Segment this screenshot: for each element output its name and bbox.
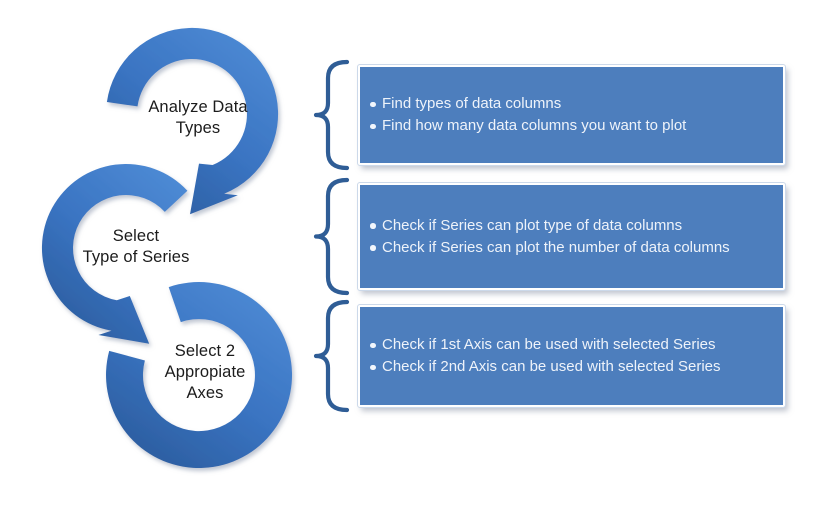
bullet-item: Check if Series can plot the number of d… — [368, 237, 734, 259]
bullet-list: Check if Series can plot type of data co… — [368, 215, 734, 259]
swirl-arrow-step-2 — [41, 163, 188, 344]
bullet-item: Check if 1st Axis can be used with selec… — [368, 334, 773, 356]
curly-brace-icon — [313, 299, 350, 413]
step-label-1: Analyze Data Types — [108, 97, 288, 139]
step-label-line: Select 2 — [174, 342, 236, 360]
step-label-line: Type of Series — [82, 248, 190, 266]
step-label-3: Select 2 Appropiate Axes — [115, 341, 295, 404]
curly-brace-icon — [313, 59, 350, 171]
bullet-item: Find how many data columns you want to p… — [368, 115, 773, 137]
detail-box-3: Check if 1st Axis can be used with selec… — [357, 304, 786, 408]
bullet-list: Check if 1st Axis can be used with selec… — [368, 334, 773, 378]
step-label-line: Appropiate — [164, 363, 246, 381]
step-label-line: Analyze Data — [148, 98, 248, 116]
step-label-line: Select — [112, 227, 160, 245]
detail-box-1: Find types of data columns Find how many… — [357, 64, 786, 166]
curly-brace-icon — [313, 177, 350, 296]
bullet-list: Find types of data columns Find how many… — [368, 93, 773, 137]
detail-box-2: Check if Series can plot type of data co… — [357, 182, 786, 291]
step-label-line: Axes — [186, 384, 224, 402]
swirl-arrow-step-1 — [106, 27, 279, 215]
bullet-item: Check if Series can plot type of data co… — [368, 215, 734, 237]
swirl-arrow-step-3 — [106, 282, 293, 469]
step-label-2: Select Type of Series — [46, 226, 226, 268]
step-label-line: Types — [175, 119, 221, 137]
bullet-item: Find types of data columns — [368, 93, 773, 115]
bullet-item: Check if 2nd Axis can be used with selec… — [368, 356, 773, 378]
